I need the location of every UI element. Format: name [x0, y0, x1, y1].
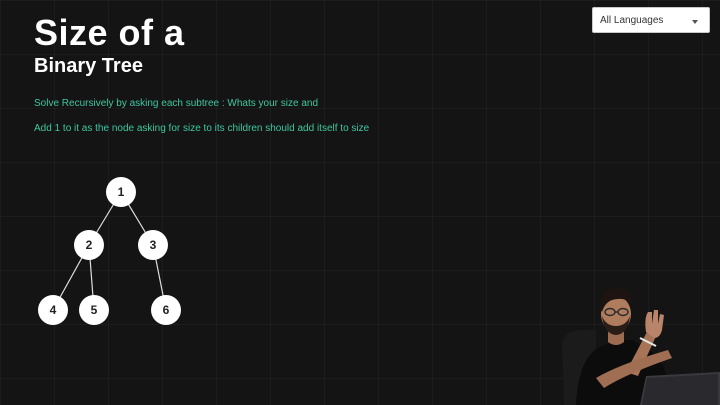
- presenter-video: [556, 268, 720, 405]
- chevron-down-icon: [692, 20, 698, 24]
- slide-subtitle: Binary Tree: [34, 55, 143, 77]
- tree-node-label: 2: [86, 238, 93, 252]
- language-select[interactable]: All Languages: [592, 7, 710, 33]
- tree-node-label: 5: [91, 303, 98, 317]
- tree-node-label: 6: [163, 303, 170, 317]
- tree-node-1: 1: [106, 177, 136, 207]
- tree-node-2: 2: [74, 230, 104, 260]
- note-line-1: Solve Recursively by asking each subtree…: [34, 98, 319, 109]
- tree-node-6: 6: [151, 295, 181, 325]
- tree-node-4: 4: [38, 295, 68, 325]
- tree-node-label: 4: [50, 303, 57, 317]
- note-line-2: Add 1 to it as the node asking for size …: [34, 123, 370, 134]
- tree-node-label: 1: [118, 185, 125, 199]
- tree-node-label: 3: [150, 238, 157, 252]
- tree-node-5: 5: [79, 295, 109, 325]
- slide-title: Size of a: [34, 12, 185, 53]
- tree-node-3: 3: [138, 230, 168, 260]
- language-select-value: All Languages: [600, 15, 664, 26]
